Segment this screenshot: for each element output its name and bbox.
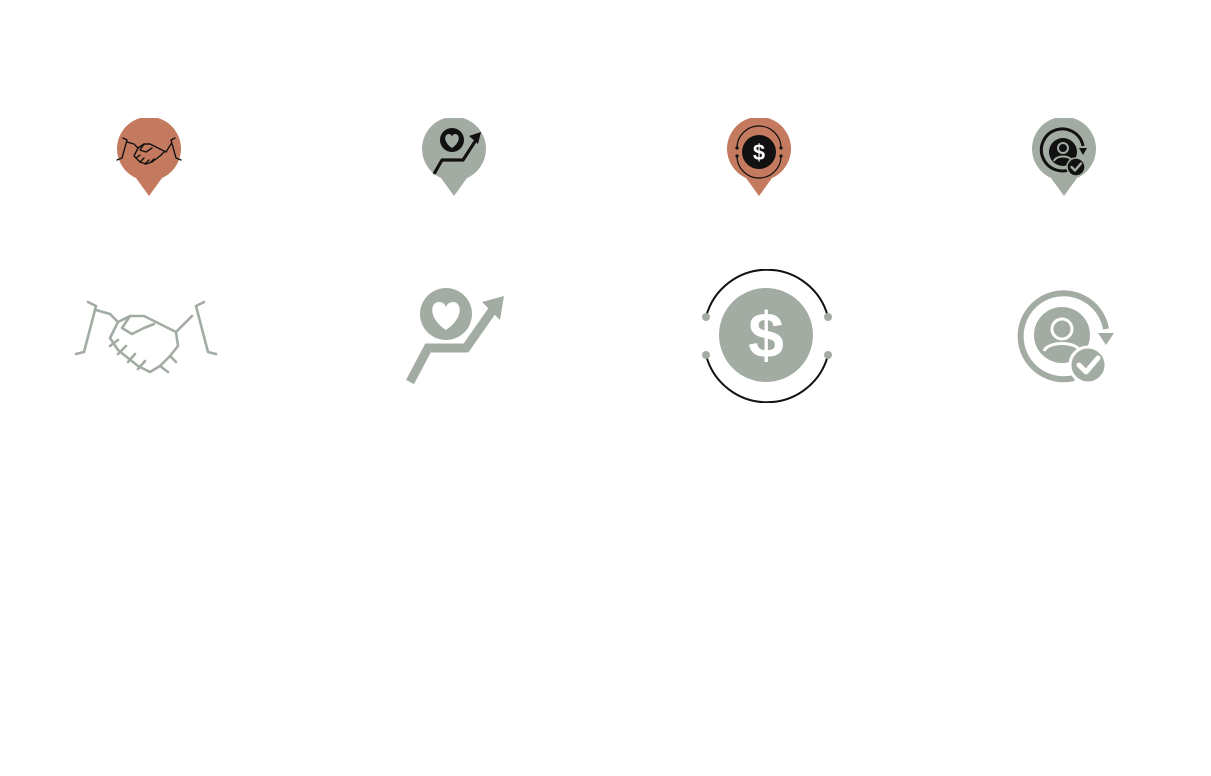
pin-shape: [422, 118, 486, 196]
handshake-large: [72, 296, 220, 382]
dollar-cycle-icon: $: [735, 125, 783, 179]
heart-growth-pin: [419, 118, 489, 198]
handshake-pin: [114, 118, 184, 198]
user-verified-icon: [1039, 127, 1087, 177]
heart-growth-icon: [406, 288, 504, 385]
pin-dollar-sign: $: [753, 140, 765, 165]
heart-growth-large: [404, 286, 508, 386]
handshake-pin-graphic: [116, 118, 182, 196]
user-verified-icon: [1017, 290, 1114, 385]
dollar-cycle-pin: $: [724, 118, 794, 198]
handshake-icon: [116, 137, 182, 165]
dollar-cycle-pin-graphic: $: [727, 118, 791, 196]
pin-shape: [117, 118, 181, 196]
user-verified-large: [1014, 285, 1118, 389]
heart-growth-pin-graphic: [422, 118, 486, 196]
dollar-cycle-large: $: [700, 269, 834, 403]
user-verified-pin: [1029, 118, 1099, 198]
handshake-icon: [74, 300, 218, 374]
dollar-cycle-icon: $: [702, 269, 832, 403]
heart-growth-icon: [432, 128, 481, 175]
user-verified-pin-graphic: [1032, 118, 1096, 196]
large-dollar-sign: $: [748, 299, 784, 371]
